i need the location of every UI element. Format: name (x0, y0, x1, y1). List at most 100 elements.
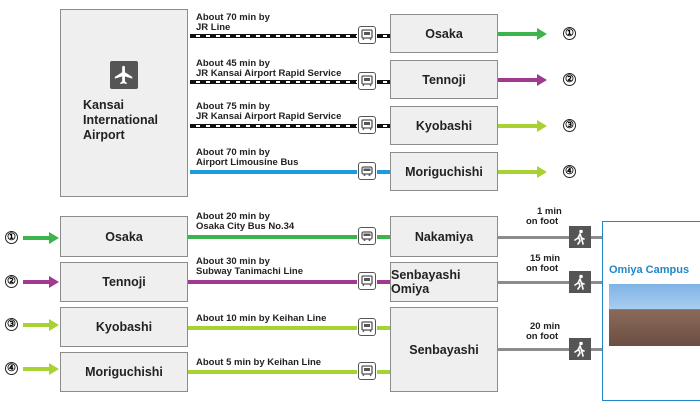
walk-label-1: 1 min on foot (526, 207, 562, 227)
marker-1: ① (563, 27, 576, 40)
rail-line (377, 124, 390, 128)
walking-person-icon (569, 271, 591, 293)
route-label-moriguchishi-keihan: About 5 min by Keihan Line (196, 358, 321, 368)
train-icon (358, 318, 376, 336)
route-label-line1: About 75 min by (196, 101, 270, 112)
station-kyobashi: Kyobashi (60, 307, 188, 347)
bus-icon (358, 162, 376, 180)
train-icon (358, 362, 376, 380)
train-icon (358, 72, 376, 90)
route-label-moriguchishi: About 70 min by Airport Limousine Bus (196, 148, 298, 168)
walk-mode: on foot (526, 263, 559, 274)
airplane-icon (110, 61, 138, 89)
airport-name-line3: Airport (83, 128, 125, 142)
walk-time: 1 min (537, 206, 562, 217)
marker-1: ① (5, 231, 18, 244)
station-tennoji: Tennoji (390, 60, 498, 99)
route-label-kyobashi-keihan: About 10 min by Keihan Line (196, 314, 326, 324)
route-label-senbayashi-omiya: About 30 min by Subway Tanimachi Line (196, 257, 303, 277)
route-label-line2: JR Line (196, 22, 231, 33)
airport-name-line1: Kansai (83, 98, 124, 112)
bus-icon (358, 227, 376, 245)
station-nakamiya: Nakamiya (390, 216, 498, 257)
train-icon (358, 26, 376, 44)
arrow-purple (498, 74, 547, 86)
marker-2: ② (5, 275, 18, 288)
walk-label-2: 15 min on foot (526, 254, 560, 274)
keihan-line (188, 326, 357, 330)
bus-line (190, 170, 357, 174)
station-kyobashi: Kyobashi (390, 106, 498, 145)
arrow-green (498, 28, 547, 40)
route-label-line2: JR Kansai Airport Rapid Service (196, 111, 342, 122)
station-senbayashi-omiya: Senbayashi Omiya (390, 262, 498, 302)
keihan-line (377, 370, 390, 374)
marker-4: ④ (563, 165, 576, 178)
marker-3: ③ (5, 318, 18, 331)
subway-line (377, 280, 390, 284)
marker-2: ② (563, 73, 576, 86)
campus-name: Omiya Campus (609, 264, 690, 276)
walk-mode: on foot (526, 331, 559, 342)
walking-person-icon (569, 226, 591, 248)
bus-line (188, 235, 357, 239)
station-senbayashi: Senbayashi (390, 307, 498, 392)
keihan-line (377, 326, 390, 330)
arrow-lime (498, 120, 547, 132)
walk-time: 15 min (530, 253, 561, 264)
route-label-kyobashi: About 75 min by JR Kansai Airport Rapid … (196, 102, 341, 122)
walk-line (591, 348, 602, 351)
walking-person-icon (569, 338, 591, 360)
campus-box: Omiya Campus (602, 221, 700, 401)
route-label-line1: About 20 min by (196, 211, 270, 222)
route-label-tennoji: About 45 min by JR Kansai Airport Rapid … (196, 59, 341, 79)
bus-line (377, 170, 390, 174)
walk-line (591, 236, 602, 239)
airport-name: Kansai International Airport (83, 98, 158, 143)
station-osaka: Osaka (390, 14, 498, 53)
rail-line (377, 80, 390, 84)
route-label-line1: About 70 min by (196, 147, 270, 158)
marker-3: ③ (563, 119, 576, 132)
arrow-lime (23, 363, 59, 375)
route-label-osaka: About 70 min by JR Line (196, 13, 270, 33)
walk-mode: on foot (526, 216, 559, 227)
route-label-line1: About 70 min by (196, 12, 270, 23)
marker-4: ④ (5, 362, 18, 375)
train-icon (358, 116, 376, 134)
campus-photo (609, 284, 700, 346)
keihan-line (188, 370, 357, 374)
rail-line (190, 124, 357, 128)
station-tennoji: Tennoji (60, 262, 188, 302)
rail-line (190, 34, 357, 38)
route-label-line2: Osaka City Bus No.34 (196, 221, 295, 232)
train-icon (358, 272, 376, 290)
route-label-line2: Subway Tanimachi Line (196, 266, 303, 277)
station-moriguchishi: Moriguchishi (390, 152, 498, 191)
route-label-nakamiya: About 20 min by Osaka City Bus No.34 (196, 212, 294, 232)
arrow-purple (23, 276, 59, 288)
walk-line (498, 281, 569, 284)
walk-line (498, 236, 569, 239)
route-label-line2: Airport Limousine Bus (196, 157, 299, 168)
route-label-line2: JR Kansai Airport Rapid Service (196, 68, 342, 79)
walk-line (498, 348, 569, 351)
route-label-line1: About 10 min by Keihan Line (196, 313, 327, 324)
rail-line (190, 80, 357, 84)
walk-line (591, 281, 602, 284)
bus-line (377, 235, 390, 239)
arrow-green (23, 232, 59, 244)
route-label-line1: About 5 min by Keihan Line (196, 357, 322, 368)
walk-label-3: 20 min on foot (526, 322, 560, 342)
arrow-lime (498, 166, 547, 178)
airport-name-line2: International (83, 113, 159, 127)
subway-line (188, 280, 357, 284)
arrow-lime (23, 319, 59, 331)
route-label-line1: About 45 min by (196, 58, 270, 69)
station-moriguchishi: Moriguchishi (60, 352, 188, 392)
walk-time: 20 min (530, 321, 561, 332)
station-osaka: Osaka (60, 216, 188, 257)
rail-line (377, 34, 390, 38)
route-label-line1: About 30 min by (196, 256, 270, 267)
airport-box: Kansai International Airport (60, 9, 188, 197)
